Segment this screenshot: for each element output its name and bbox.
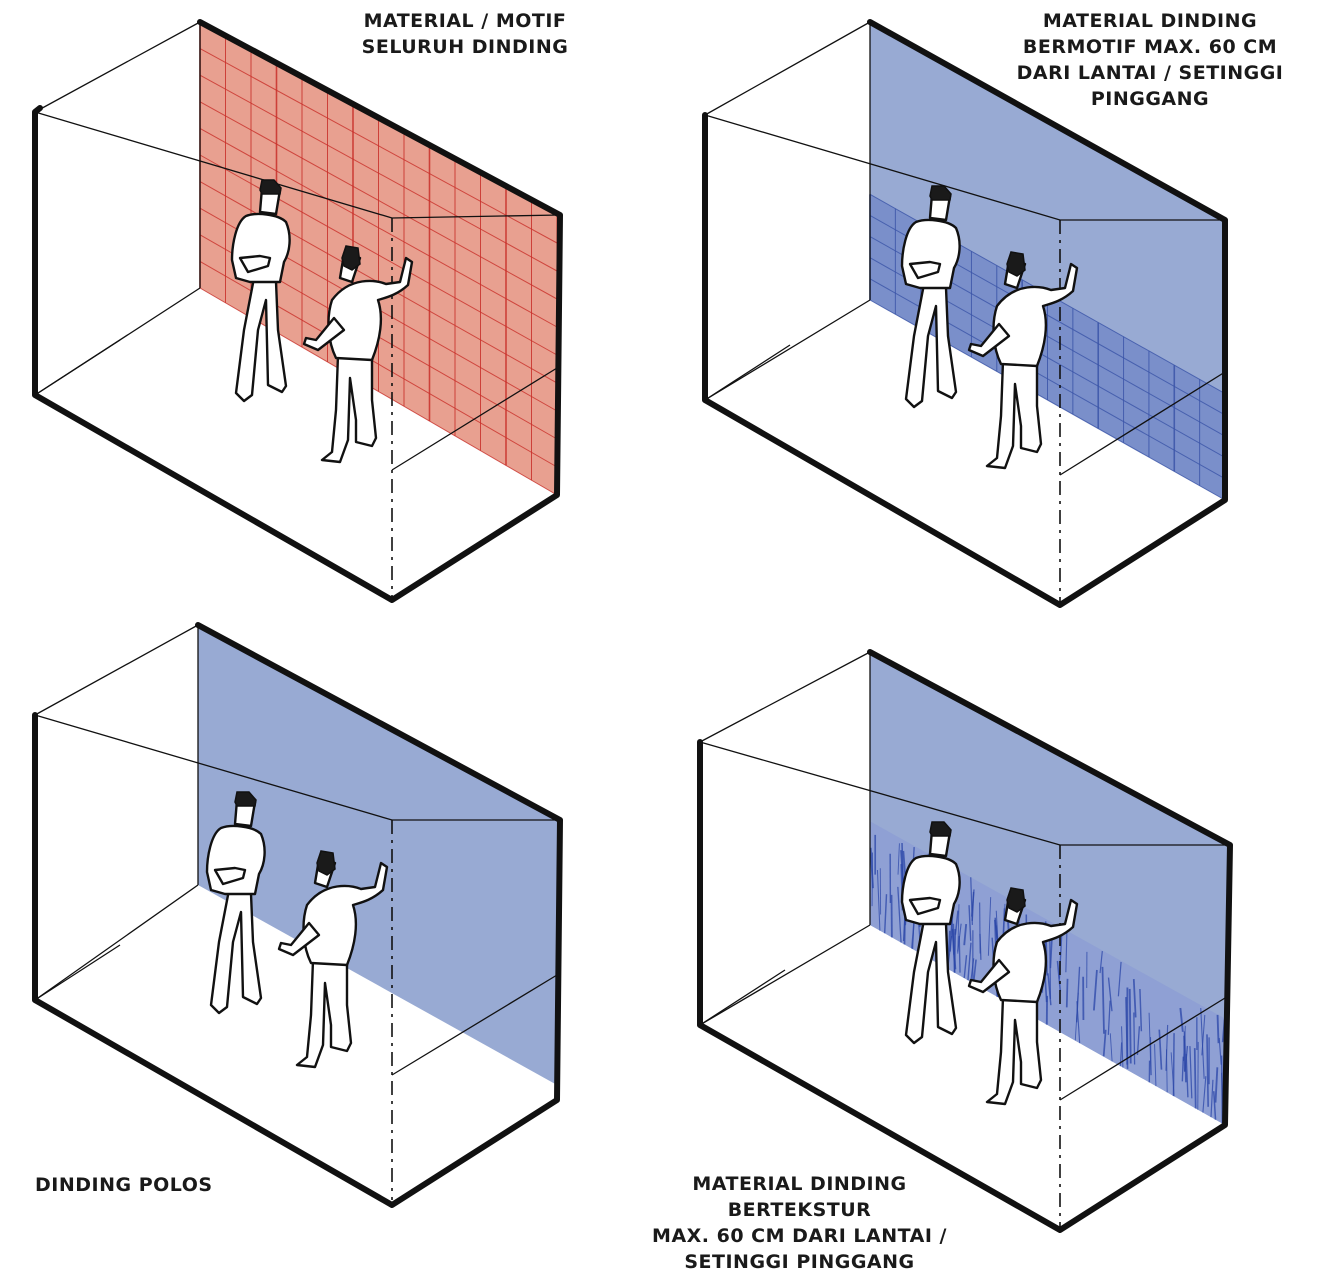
room-sketch (0, 620, 665, 1257)
panel-waist-high-motif (665, 0, 1330, 637)
texture-stroke (954, 929, 955, 973)
person-hair (1007, 252, 1025, 276)
panel-waist-high-texture (665, 630, 1330, 1267)
person-torso (902, 856, 960, 924)
texture-stroke (1134, 1013, 1135, 1065)
person-torso (902, 220, 960, 288)
person-hair (1007, 888, 1025, 912)
panel-full-wall-motif (0, 0, 665, 637)
person-legs (297, 960, 351, 1067)
texture-stroke (1218, 1015, 1219, 1043)
room-sketch (0, 0, 665, 637)
person-legs (987, 997, 1041, 1104)
person-torso (232, 214, 290, 282)
room-sketch (665, 630, 1330, 1267)
texture-stroke (1067, 979, 1068, 1008)
person-hair (317, 851, 335, 875)
panel-plain-wall (0, 620, 665, 1257)
person-legs (322, 355, 376, 462)
person-legs (987, 361, 1041, 468)
texture-stroke (1195, 1048, 1196, 1108)
room-sketch (665, 0, 1330, 637)
texture-stroke (1173, 1033, 1174, 1096)
texture-stroke (1130, 989, 1131, 1064)
person-hair (342, 246, 360, 270)
person-torso (207, 826, 265, 894)
